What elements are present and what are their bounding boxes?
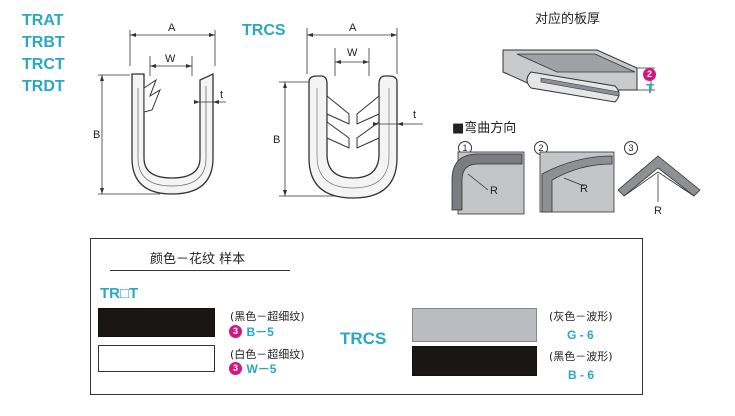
swatch-white-fine-code-row: 3 W－5	[229, 360, 276, 378]
swatch-white-fine	[98, 345, 215, 372]
code-g6: G - 6	[567, 328, 594, 342]
legend-title: 颜色－花纹 样本	[150, 252, 246, 267]
trcs-dim-w-label: W	[347, 47, 358, 59]
series-label-trct: TRCT	[22, 56, 65, 73]
plate-t-label: T	[646, 81, 654, 96]
color-pattern-legend	[90, 238, 643, 395]
swatch-black-wave	[412, 346, 537, 376]
swatch-black-fine	[98, 308, 215, 337]
series-label-trat: TRAT	[22, 12, 64, 29]
swatch-black-fine-desc: (黑色－超细纹)	[230, 310, 305, 323]
bend-3-number: 3	[624, 138, 638, 156]
trcs-dim-b-label: B	[273, 134, 280, 146]
bend-3-r-label: R	[654, 205, 662, 217]
code-b6: B - 6	[568, 368, 595, 382]
trcs-profile-diagram: A W B t	[273, 22, 423, 199]
swatch-black-wave-desc: (黑色－波形)	[549, 350, 613, 363]
trcs-dim-a-label: A	[349, 22, 357, 34]
marker-2-icon: 2	[643, 68, 656, 82]
trt-profile-diagram: A W B t	[93, 22, 226, 195]
bend-3-diagram: R	[617, 155, 701, 217]
marker-3-icon: 3	[229, 362, 242, 376]
code-w5: W－5	[246, 362, 277, 376]
swatch-black-fine-code-row: 3 B－5	[229, 323, 274, 341]
bend-1-diagram: R	[451, 151, 525, 215]
bend-direction-title: ■弯曲方向	[452, 121, 517, 136]
legend-title-underline	[110, 270, 290, 271]
legend-group-right: TRCS	[340, 329, 387, 348]
bend-1-r-label: R	[490, 185, 498, 197]
swatch-white-fine-desc: (白色－超细纹)	[230, 348, 305, 361]
dim-a-label: A	[168, 22, 176, 34]
code-b5: B－5	[246, 325, 274, 339]
trcs-title: TRCS	[242, 22, 286, 39]
swatch-gray-wave-desc: (灰色－波形)	[549, 310, 613, 323]
swatch-gray-wave	[412, 308, 537, 342]
bend-2-r-label: R	[580, 183, 588, 195]
plate-thickness-title: 对应的板厚	[535, 12, 601, 27]
trcs-dim-t-label: t	[413, 109, 416, 121]
legend-group-left: TR□T	[100, 285, 139, 302]
dim-b-label: B	[93, 129, 100, 141]
plate-marker: 2	[643, 66, 656, 84]
series-label-trdt: TRDT	[22, 78, 65, 95]
bend-2-diagram: R	[539, 151, 615, 213]
marker-3-icon: 3	[229, 325, 242, 339]
dim-t-label: t	[220, 89, 223, 101]
series-list: TRAT TRBT TRCT TRDT	[22, 10, 65, 98]
series-label-trbt: TRBT	[22, 34, 65, 51]
plate-thickness-diagram	[502, 49, 655, 103]
dim-w-label: W	[165, 53, 176, 65]
